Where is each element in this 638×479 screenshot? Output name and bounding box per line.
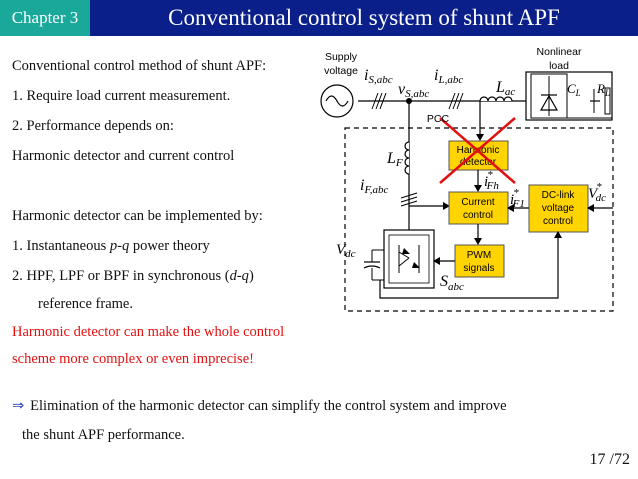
if1-label: i*F1 bbox=[510, 187, 525, 210]
intro-text: Conventional control method of shunt APF… bbox=[12, 58, 267, 74]
apf-boundary bbox=[344, 127, 614, 312]
impl-intro-text: Harmonic detector can be implemented by: bbox=[12, 208, 263, 224]
supply-label: Supply bbox=[325, 51, 358, 63]
harmonic-detector-label: detector bbox=[460, 157, 497, 168]
pcc-label: PCC bbox=[427, 113, 450, 125]
inverter-icon bbox=[383, 229, 435, 289]
list-item: 1. Require load current measurement. bbox=[12, 88, 231, 104]
cl-label: CL bbox=[567, 81, 581, 98]
page-number: 17 /72 bbox=[589, 451, 630, 468]
conclusion-line: ⇒Elimination of the harmonic detector ca… bbox=[12, 398, 507, 414]
slide-header: Chapter 3 Conventional control system of… bbox=[0, 0, 638, 36]
warning-text: Harmonic detector can make the whole con… bbox=[12, 324, 285, 340]
ac-source-icon bbox=[320, 84, 354, 118]
sabc-label: Sabc bbox=[440, 273, 464, 293]
vdc-label: Vdc bbox=[336, 242, 356, 260]
dc-link-label: voltage bbox=[542, 203, 575, 214]
pwm-label: signals bbox=[463, 263, 494, 274]
current-control-label: Current bbox=[461, 197, 495, 208]
pwm-label: PWM bbox=[467, 250, 491, 261]
nonlinear-load-label: load bbox=[549, 60, 569, 72]
ifh-label: i*Fh bbox=[484, 169, 499, 192]
rl-label: RL bbox=[596, 81, 610, 98]
current-control-label: control bbox=[463, 210, 493, 221]
slide-title: Conventional control system of shunt APF bbox=[90, 0, 638, 36]
il-label: iL,abc bbox=[434, 67, 463, 86]
list-item-cont: reference frame. bbox=[38, 296, 133, 312]
implies-arrow-icon: ⇒ bbox=[12, 398, 25, 414]
dc-link-label: control bbox=[543, 216, 573, 227]
warning-text: scheme more complex or even imprecise! bbox=[12, 351, 254, 367]
lac-label: Lac bbox=[495, 79, 515, 98]
conclusion-line-2: the shunt APF performance. bbox=[22, 427, 185, 443]
supply-label: voltage bbox=[324, 65, 358, 77]
is-label: iS,abc bbox=[364, 67, 393, 86]
nonlinear-load-label: Nonlinear bbox=[537, 46, 582, 58]
chapter-tab: Chapter 3 bbox=[0, 0, 90, 36]
if-label: iF,abc bbox=[360, 177, 389, 196]
dc-link-label: DC-link bbox=[542, 190, 576, 201]
list-item: 2. Performance depends on: bbox=[12, 118, 174, 134]
list-item-detail: Harmonic detector and current control bbox=[12, 148, 235, 164]
list-item: 2. HPF, LPF or BPF in synchronous (d-q) bbox=[12, 268, 254, 284]
lf-label: LF bbox=[386, 150, 403, 169]
list-item: 1. Instantaneous p-q power theory bbox=[12, 238, 210, 254]
current-control-block bbox=[448, 191, 509, 225]
vdc-ref-label: V*dc bbox=[588, 181, 606, 204]
vs-label: vS,abc bbox=[398, 81, 429, 100]
